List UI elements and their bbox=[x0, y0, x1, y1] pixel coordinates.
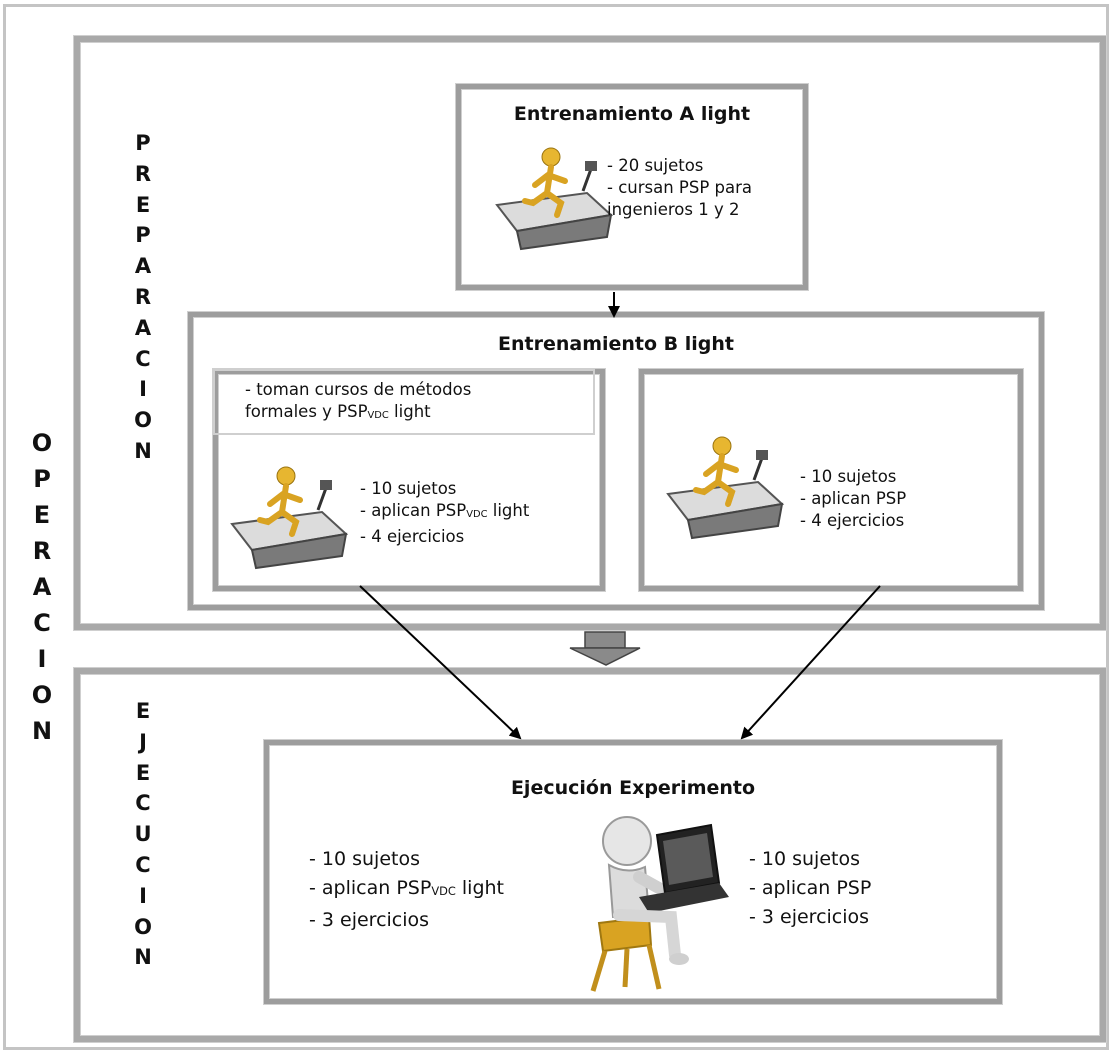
detail-line: - cursan PSP para bbox=[607, 178, 753, 197]
treadmill-runner-icon bbox=[222, 464, 350, 574]
detail-line: - 20 sujetos bbox=[607, 156, 704, 175]
preparacion-letter: A bbox=[134, 315, 152, 340]
detail-line: - 10 sujetos bbox=[800, 467, 897, 486]
operacion-letter: R bbox=[32, 537, 52, 565]
detail-line: - aplican PSP bbox=[749, 877, 872, 899]
preparacion-letter: P bbox=[135, 131, 151, 155]
ejecucion-experimento-title: Ejecución Experimento bbox=[510, 777, 756, 799]
ejecucion-letter: E bbox=[135, 760, 151, 785]
preparacion-letter: C bbox=[135, 346, 151, 371]
detail-line: - aplican PSPVDC light bbox=[309, 877, 504, 899]
ejecucion-letter: O bbox=[134, 914, 152, 939]
operacion-letter: A bbox=[32, 573, 52, 601]
preparacion-letter: R bbox=[134, 284, 152, 309]
ejecucion-experimento-box: Ejecución Experimento - 10 sujetos - apl… bbox=[264, 740, 1002, 1004]
treadmill-runner-icon bbox=[658, 434, 786, 544]
detail-line: - 3 ejercicios bbox=[309, 909, 430, 932]
operacion-letter: I bbox=[37, 645, 47, 673]
arrow-left-to-exec bbox=[359, 585, 522, 740]
preparacion-letter: N bbox=[134, 438, 152, 463]
treadmill-runner-icon bbox=[487, 145, 615, 255]
detail-line: ingenieros 1 y 2 bbox=[607, 200, 740, 219]
phase-transition-arrow-icon bbox=[569, 631, 641, 666]
ejecucion-letter: N bbox=[134, 945, 152, 970]
ejecucion-letter: J bbox=[139, 729, 147, 754]
operacion-letter: E bbox=[33, 501, 51, 529]
detail-line: - aplican PSPVDC light bbox=[360, 501, 530, 520]
ejecucion-letter: E bbox=[135, 699, 151, 723]
exec-right-details: - 10 sujetos - aplican PSP - 3 ejercicio… bbox=[749, 845, 989, 932]
operacion-letter: N bbox=[31, 717, 53, 745]
detail-line: - 10 sujetos bbox=[360, 479, 457, 498]
preparacion-letter: O bbox=[134, 408, 152, 433]
preparacion-letter: R bbox=[134, 161, 152, 186]
courses-line-1: - toman cursos de métodos bbox=[245, 380, 472, 399]
detail-line: - 10 sujetos bbox=[309, 848, 420, 870]
detail-line: - 4 ejercicios bbox=[360, 526, 465, 546]
left-details: - 10 sujetos - aplican PSPVDC light - 4 … bbox=[360, 478, 600, 548]
preparacion-letter: I bbox=[139, 377, 147, 402]
operacion-letter: O bbox=[31, 429, 53, 457]
courses-header: - toman cursos de métodos formales y PSP… bbox=[213, 369, 595, 435]
entrenamiento-b-left-box: - toman cursos de métodos formales y PSP… bbox=[213, 369, 605, 591]
detail-line: - 3 ejercicios bbox=[749, 906, 870, 928]
entrenamiento-a-title: Entrenamiento A light bbox=[513, 103, 751, 125]
entrenamiento-b-right-box: - 10 sujetos - aplican PSP - 4 ejercicio… bbox=[639, 369, 1023, 591]
courses-line-2: formales y PSPVDC light bbox=[245, 402, 431, 421]
preparacion-letter: A bbox=[134, 254, 152, 279]
detail-line: - 4 ejercicios bbox=[800, 511, 905, 530]
entrenamiento-b-box: Entrenamiento B light - toman cursos de … bbox=[188, 312, 1044, 610]
operacion-letter: P bbox=[33, 465, 51, 493]
operacion-letter: O bbox=[31, 681, 53, 709]
detail-line: - 10 sujetos bbox=[749, 848, 860, 870]
entrenamiento-b-title: Entrenamiento B light bbox=[498, 333, 734, 355]
operacion-letter: C bbox=[33, 609, 51, 637]
ejecucion-letter: I bbox=[139, 883, 147, 908]
ejecucion-letter: U bbox=[134, 822, 152, 847]
entrenamiento-a-details: - 20 sujetos - cursan PSP para ingeniero… bbox=[607, 155, 807, 221]
right-details: - 10 sujetos - aplican PSP - 4 ejercicio… bbox=[800, 466, 1010, 532]
exec-left-details: - 10 sujetos - aplican PSPVDC light - 3 … bbox=[309, 845, 589, 935]
person-at-laptop-icon bbox=[579, 805, 739, 995]
ejecucion-letter: C bbox=[135, 852, 151, 877]
operacion-frame bbox=[3, 4, 1109, 1050]
preparacion-letter: P bbox=[135, 223, 151, 248]
entrenamiento-a-box: Entrenamiento A light - 20 sujetos - cur… bbox=[456, 84, 808, 290]
detail-line: - aplican PSP bbox=[800, 489, 907, 508]
arrow-right-to-exec bbox=[740, 585, 881, 740]
ejecucion-letter: C bbox=[135, 791, 151, 816]
preparacion-letter: E bbox=[135, 192, 151, 217]
